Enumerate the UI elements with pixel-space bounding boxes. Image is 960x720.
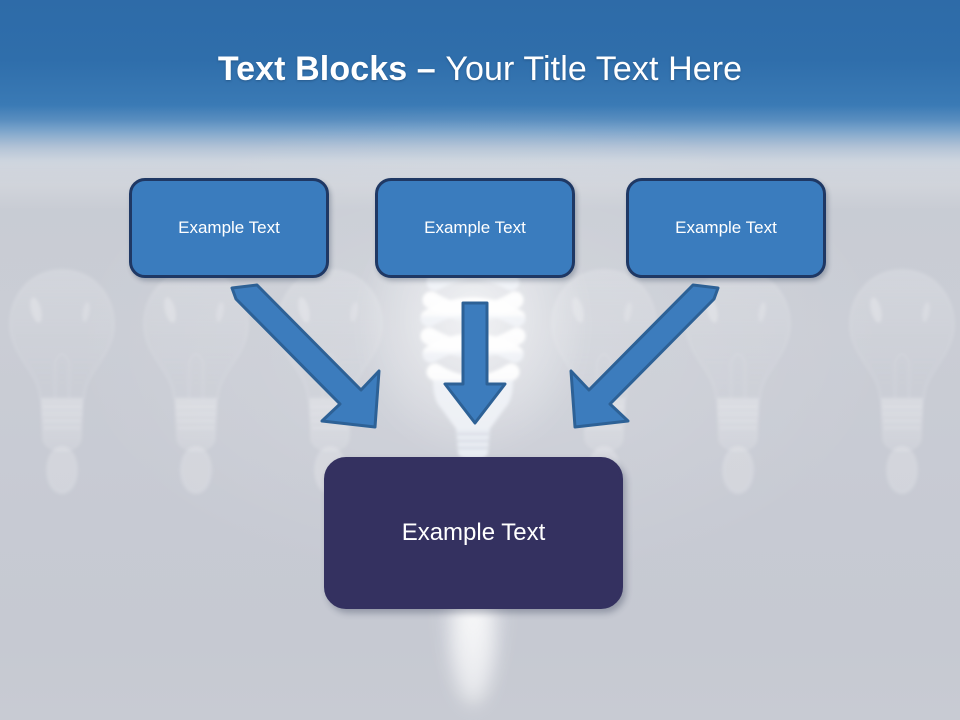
slide-title: Text Blocks – Your Title Text Here (0, 48, 960, 90)
arrow-down-left-icon (569, 283, 720, 429)
title-dash: – (407, 50, 446, 88)
result-text-block-label: Example Text (401, 519, 546, 546)
text-block-1-label: Example Text (178, 218, 280, 237)
text-block-3[interactable]: Example Text (626, 178, 826, 278)
title-rest: Your Title Text Here (445, 50, 743, 88)
result-text-block[interactable]: Example Text (324, 457, 623, 609)
arrow-down-icon (443, 301, 507, 425)
text-block-3-label: Example Text (675, 218, 777, 237)
title-strong: Text Blocks (217, 50, 408, 88)
arrow-down-right-icon (230, 283, 381, 429)
text-block-2[interactable]: Example Text (375, 178, 575, 278)
text-block-2-label: Example Text (424, 218, 526, 237)
text-block-1[interactable]: Example Text (129, 178, 329, 278)
